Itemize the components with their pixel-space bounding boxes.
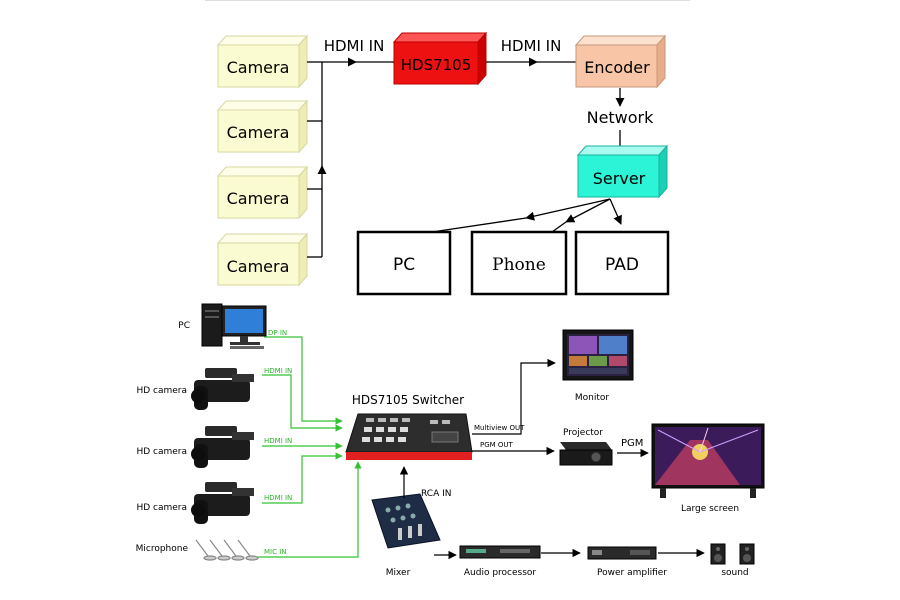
pc-icon bbox=[201, 303, 267, 349]
pc-client-box bbox=[356, 230, 452, 296]
hdmi-in-label-left: HDMI IN bbox=[324, 37, 385, 55]
audio-processor-label: Audio processor bbox=[464, 568, 537, 578]
switcher-device bbox=[345, 413, 473, 460]
server-box: Server bbox=[576, 144, 669, 199]
projector-label: Projector bbox=[563, 428, 603, 438]
camera-box-4: Camera bbox=[216, 232, 309, 287]
microphone-icon bbox=[195, 539, 259, 561]
audio-processor-icon bbox=[459, 545, 541, 559]
pgm-out-label: PGM OUT bbox=[480, 441, 514, 449]
monitor-label: Monitor bbox=[575, 393, 610, 403]
camera-label-2: Camera bbox=[227, 123, 290, 142]
mixer-label: Mixer bbox=[386, 568, 411, 578]
phone-client-box bbox=[470, 230, 568, 296]
camera-bus bbox=[307, 57, 357, 258]
hd-camera-label-2: HD camera bbox=[136, 447, 187, 457]
multiview-out-label: Multiview OUT bbox=[474, 424, 525, 432]
power-amplifier-icon bbox=[587, 546, 657, 560]
camera-box-3: Camera bbox=[216, 165, 309, 220]
hd-camera-label-1: HD camera bbox=[136, 386, 187, 396]
hdmi-in-label-3: HDMI IN bbox=[264, 494, 292, 502]
large-screen-label: Large screen bbox=[681, 504, 739, 514]
top-diagram: Camera Camera Camera Camera bbox=[216, 31, 670, 296]
mixer-icon bbox=[371, 493, 441, 549]
phone-client-label: Phone bbox=[492, 255, 546, 275]
speaker-icon bbox=[710, 543, 755, 565]
camera-label-3: Camera bbox=[227, 189, 290, 208]
projector-icon bbox=[559, 442, 613, 466]
hdmi-in-label-2: HDMI IN bbox=[264, 437, 292, 445]
pc-client-label: PC bbox=[393, 255, 415, 275]
hd-camera-icon-2 bbox=[191, 426, 254, 468]
camera-box-2: Camera bbox=[216, 99, 309, 154]
camera-label-1: Camera bbox=[227, 58, 290, 77]
sound-label: sound bbox=[721, 568, 748, 578]
camera-box-1: Camera bbox=[216, 34, 309, 89]
green-signal-lines bbox=[258, 336, 362, 558]
server-client-lines bbox=[431, 198, 622, 233]
pgm-label: PGM bbox=[621, 438, 643, 449]
switcher-title: HDS7105 Switcher bbox=[352, 393, 464, 407]
server-label: Server bbox=[593, 169, 646, 188]
hd-camera-icon-3 bbox=[191, 482, 254, 524]
hds7105-box: HDS7105 bbox=[392, 31, 488, 86]
hd-camera-icon-1 bbox=[191, 368, 254, 410]
dp-in-label: DP IN bbox=[268, 329, 287, 337]
pc-source-label: PC bbox=[178, 321, 190, 331]
hdmi-in-label-right: HDMI IN bbox=[501, 37, 562, 55]
encoder-box: Encoder bbox=[574, 34, 667, 89]
hd-camera-label-3: HD camera bbox=[136, 503, 187, 513]
hds7105-label: HDS7105 bbox=[401, 56, 472, 74]
multiview-out-line bbox=[472, 358, 556, 435]
camera-label-4: Camera bbox=[227, 257, 290, 276]
pad-client-box bbox=[574, 230, 670, 296]
microphone-label: Microphone bbox=[136, 544, 189, 554]
mic-in-label: MIC IN bbox=[264, 548, 287, 556]
hdmi-in-label-1: HDMI IN bbox=[264, 367, 292, 375]
encoder-label: Encoder bbox=[584, 58, 650, 77]
power-amplifier-label: Power amplifier bbox=[597, 568, 667, 578]
pad-client-label: PAD bbox=[605, 255, 639, 275]
network-label: Network bbox=[587, 108, 655, 127]
large-screen-icon bbox=[651, 423, 765, 498]
monitor-icon bbox=[562, 329, 634, 381]
rca-in-label: RCA IN bbox=[421, 489, 452, 499]
bottom-diagram: PC bbox=[136, 303, 765, 578]
